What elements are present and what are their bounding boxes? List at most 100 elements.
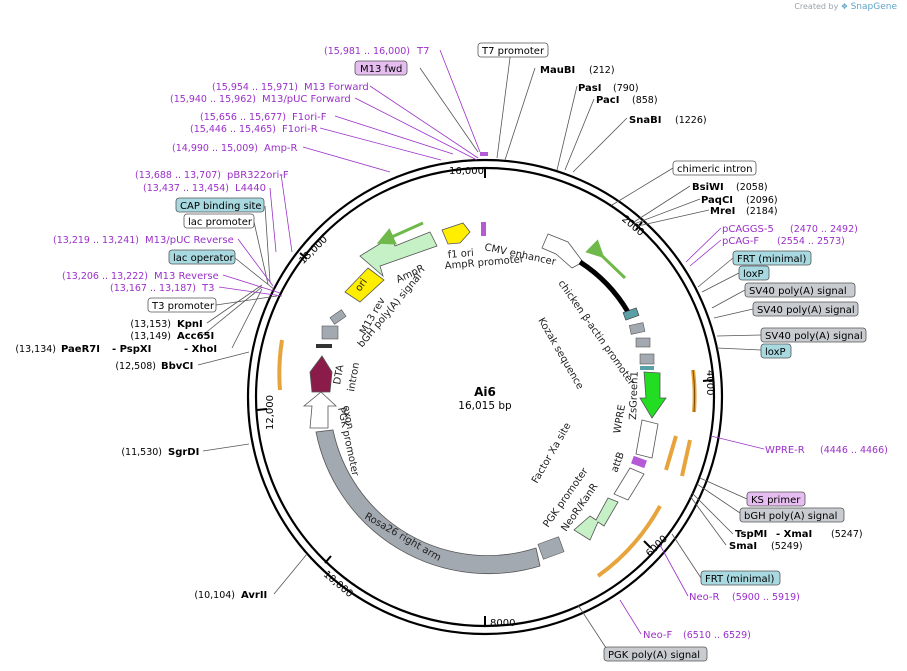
inner-label-dta: DTA xyxy=(332,364,346,386)
feature-loxp-1-mark xyxy=(622,307,640,321)
primer-neo-r: Neo-R xyxy=(689,592,720,603)
primer-wpre-r-pos: (4446 .. 4466) xyxy=(820,445,888,456)
feature-sv40-1-mark xyxy=(628,322,646,335)
primer-pcag-f: pCAG-F xyxy=(722,236,759,247)
tick-label-13000: 13,000 xyxy=(298,234,331,267)
enzyme-paqci: PaqCI xyxy=(701,195,733,206)
primer-f1ori-r-pos: (15,446 .. 15,465) xyxy=(190,124,276,135)
primer-f1ori-f: F1ori-F xyxy=(292,112,327,123)
enzyme-smai-pos: (5249) xyxy=(771,541,803,552)
primer-m13-forward-pos: (15,954 .. 15,971) xyxy=(212,82,298,93)
label-t3-promoter: T3 promoter xyxy=(151,301,215,312)
enzyme-bsiwi-pos: (2058) xyxy=(736,182,768,193)
primer-m13-forward: M13 Forward xyxy=(304,82,369,93)
enzyme-bsiwi: BsiWI xyxy=(692,182,724,193)
feature-loxp-2-mark xyxy=(640,366,654,370)
primer-neo-f: Neo-F xyxy=(643,630,673,641)
primer-t7-pos: (15,981 .. 16,000) xyxy=(324,46,410,57)
left-enzymes: (13,153) KpnI (13,149) Acc65I (13,134) P… xyxy=(15,319,267,601)
inner-label-wpre: WPRE xyxy=(612,404,628,435)
primer-t7: T7 xyxy=(416,46,429,57)
enzyme-xmai: - XmaI xyxy=(776,529,812,540)
snapgene-logo-icon: ❖ xyxy=(840,2,849,11)
enzyme-acc65i-pos: (13,149) xyxy=(130,331,171,342)
label-t7-promoter: T7 promoter xyxy=(481,46,545,57)
feature-m13fwd-mark xyxy=(480,152,488,156)
enzyme-pasi: PasI xyxy=(578,83,601,94)
orf-arrow-right-1-line xyxy=(692,369,696,413)
orf-arrow-right-2 xyxy=(664,435,678,471)
enzyme-maubi: MauBI xyxy=(540,65,575,76)
primer-f1ori-f-pos: (15,656 .. 15,677) xyxy=(200,112,286,123)
feature-attb-mark xyxy=(631,455,647,469)
primer-t3-pos: (13,167 .. 13,187) xyxy=(110,283,196,294)
primer-t3: T3 xyxy=(201,283,214,294)
primer-f1ori-r: F1ori-R xyxy=(282,124,318,135)
primer-m13-reverse: M13 Reverse xyxy=(154,271,219,282)
enzyme-bbvci-pos: (12,508) xyxy=(115,361,156,372)
orf-arrow-top-right xyxy=(585,239,627,280)
enzyme-xmai-pos: (5247) xyxy=(831,529,863,540)
feature-dta xyxy=(309,355,333,393)
enzyme-tspmi: TspMI xyxy=(735,529,767,540)
feature-rosa26-end xyxy=(537,536,565,560)
feature-ori xyxy=(344,267,385,303)
feature-sv40-2-mark xyxy=(635,337,651,348)
feature-t7-mark xyxy=(481,222,486,236)
feature-f1-ori xyxy=(441,222,471,245)
orf-arrow-top-left xyxy=(376,221,424,245)
feature-dta-small xyxy=(316,344,332,348)
primer-pcaggs-5-pos: (2470 .. 2492) xyxy=(790,224,858,235)
feature-rosa26-arc xyxy=(315,429,541,575)
inner-label-intron: intron xyxy=(346,362,362,393)
label-lac-promoter: lac promoter xyxy=(188,217,253,228)
label-frt-minimal-2: FRT (minimal) xyxy=(705,574,774,585)
enzyme-paci-pos: (858) xyxy=(632,95,658,106)
primer-pcag-f-pos: (2554 .. 2573) xyxy=(777,236,845,247)
primer-m13puc-forward-pos: (15,940 .. 15,962) xyxy=(170,94,256,105)
label-cap-binding-site: CAP binding site xyxy=(180,201,262,212)
enzyme-kpni: KpnI xyxy=(177,319,203,330)
enzyme-bbvci: BbvCI xyxy=(161,361,193,372)
enzyme-paci: PacI xyxy=(596,95,619,106)
tick-label-2000: 2000 xyxy=(619,214,646,239)
inner-label-rosa26: Rosa26 right arm xyxy=(363,511,443,564)
enzyme-snabi: SnaBI xyxy=(629,115,661,126)
inner-label-f1-ori: f1 ori xyxy=(447,248,474,261)
label-bgh-polya: bGH poly(A) signal xyxy=(744,511,837,522)
feature-m13rev-box xyxy=(329,309,347,325)
feature-chicken-actin-arc xyxy=(578,259,631,314)
orf-arrow-bottom-right xyxy=(596,505,662,578)
inner-label-attb: attB xyxy=(609,451,627,474)
label-loxp-2: loxP xyxy=(765,347,786,358)
credit-prefix: Created by xyxy=(794,2,839,11)
tick-label-8000: 8000 xyxy=(490,618,515,629)
label-pgk-polya: PGK poly(A) signal xyxy=(608,650,700,661)
enzyme-paer7i: PaeR7I xyxy=(61,344,100,355)
enzyme-mrei: MreI xyxy=(710,206,735,217)
enzyme-paqci-pos: (2096) xyxy=(746,195,778,206)
primer-l4440-pos: (13,437 .. 13,454) xyxy=(143,183,229,194)
right-primers: pCAGGS-5 (2470 .. 2492) pCAG-F (2554 .. … xyxy=(643,224,888,641)
enzyme-maubi-pos: (212) xyxy=(589,65,615,76)
enzyme-kpni-pos: (13,153) xyxy=(130,319,171,330)
label-chimeric-intron: chimeric intron xyxy=(677,164,752,175)
primer-amp-r: Amp-R xyxy=(264,143,298,154)
primer-pbr322ori-f-pos: (13,688 .. 13,707) xyxy=(135,170,221,181)
enzyme-acc65i: Acc65I xyxy=(177,331,214,342)
tick-label-12000: 12,000 xyxy=(265,395,276,430)
enzyme-smai: SmaI xyxy=(729,541,757,552)
primer-neo-f-pos: (6510 .. 6529) xyxy=(683,630,751,641)
inner-label-zsgreen1: ZsGreen1 xyxy=(628,371,641,420)
primer-pcaggs-5: pCAGGS-5 xyxy=(722,224,774,235)
label-lac-operator: lac operator xyxy=(173,253,234,264)
feature-wpre xyxy=(635,419,659,459)
inner-label-kozak: Kozak sequence xyxy=(535,316,585,391)
feature-zsgreen1 xyxy=(639,371,667,419)
enzyme-avrii-pos: (10,104) xyxy=(194,590,235,601)
right-enzymes: MauBI (212) PasI (790) PacI (858) SnaBI … xyxy=(540,65,863,552)
feature-bgh-box xyxy=(321,325,339,340)
inner-label-factor-xa: Factor Xa site xyxy=(530,421,574,485)
label-ks-primer: KS primer xyxy=(751,495,801,506)
